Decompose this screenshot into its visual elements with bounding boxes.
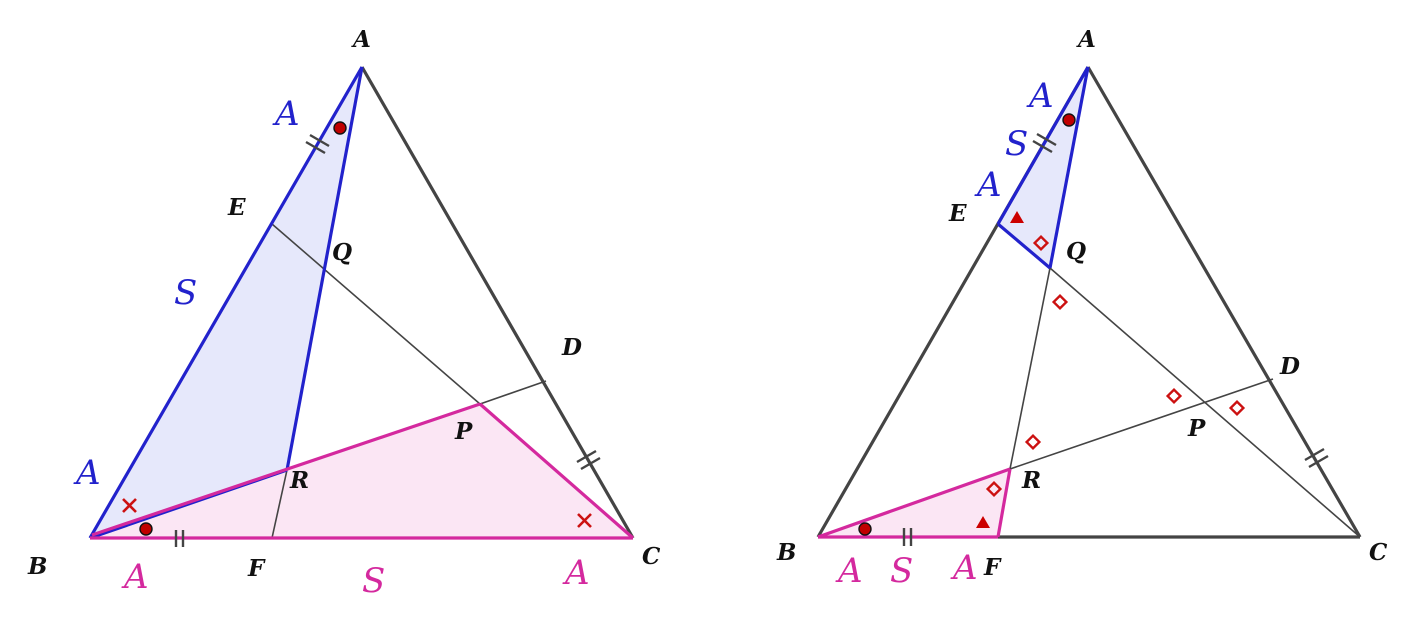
left-blue-letter-2: S (174, 273, 197, 313)
right-angle-diamond-markers (985, 234, 1246, 498)
left-pink-triangle-BCP (90, 404, 633, 538)
right-label-C: C (1369, 539, 1388, 566)
left-angle-dot-A (333, 121, 347, 135)
left-label-D: D (561, 334, 582, 361)
right-segment-AQ (1048, 66, 1090, 269)
right-cevian-BD-segment (1009, 378, 1274, 470)
left-label-P: P (454, 418, 473, 445)
left-pink-letter-2: S (362, 561, 385, 601)
left-segment-AR (285, 66, 364, 471)
right-label-B: B (776, 539, 796, 566)
right-cevian-AF-segment (1009, 267, 1051, 470)
left-blue-letter-1: A (272, 94, 300, 134)
left-side-AB (88, 66, 364, 539)
right-blue-letter-3: A (974, 165, 1002, 205)
left-label-C: C (642, 543, 661, 570)
left-angle-dot-B (139, 522, 153, 536)
right-segment-FR (996, 468, 1012, 538)
left-segment-PC (478, 402, 635, 540)
left-tick-marks (174, 133, 601, 547)
left-label-R: R (289, 467, 309, 494)
right-angle-dot-A (1062, 113, 1076, 127)
left-label-Q: Q (332, 239, 352, 266)
right-angle-triangle-F (976, 516, 990, 528)
right-pink-letter-2: S (890, 551, 913, 591)
right-label-E: E (948, 200, 967, 227)
left-figure: A B C D E F P Q R A S A A S A (27, 26, 661, 601)
left-cevian-CE-segment (271, 223, 481, 405)
right-label-F: F (983, 554, 1002, 581)
right-angle-dot-B (858, 522, 872, 536)
left-segment-BP (91, 402, 481, 537)
right-tick-marks (902, 132, 1329, 546)
left-angle-cross-B (122, 498, 137, 513)
right-label-R: R (1021, 467, 1041, 494)
left-label-B: B (27, 553, 47, 580)
right-label-A: A (1076, 26, 1096, 53)
right-blue-letter-1: A (1026, 76, 1054, 116)
left-blue-letter-3: A (73, 453, 101, 493)
left-label-A: A (351, 26, 371, 53)
right-label-Q: Q (1066, 238, 1086, 265)
right-side-AC (1086, 66, 1362, 538)
left-angle-cross-C (577, 513, 592, 528)
left-cevian-AF-segment (271, 469, 288, 539)
left-cevian-BD-segment (479, 380, 547, 405)
left-pink-letter-1: A (121, 557, 149, 597)
left-label-E: E (227, 194, 246, 221)
right-pink-letter-1: A (835, 551, 863, 591)
right-segment-EQ (996, 222, 1052, 270)
right-segment-BR (817, 467, 1011, 539)
right-angle-triangle-E (1010, 211, 1024, 223)
left-side-AC (360, 66, 635, 539)
right-label-P: P (1187, 415, 1206, 442)
right-blue-letter-2: S (1005, 124, 1028, 164)
right-figure: A B C D E F P Q R A S A A S A (776, 26, 1388, 591)
left-label-F: F (247, 555, 266, 582)
right-pink-letter-3: A (950, 548, 978, 588)
right-label-D: D (1279, 353, 1300, 380)
left-pink-letter-3: A (562, 553, 590, 593)
